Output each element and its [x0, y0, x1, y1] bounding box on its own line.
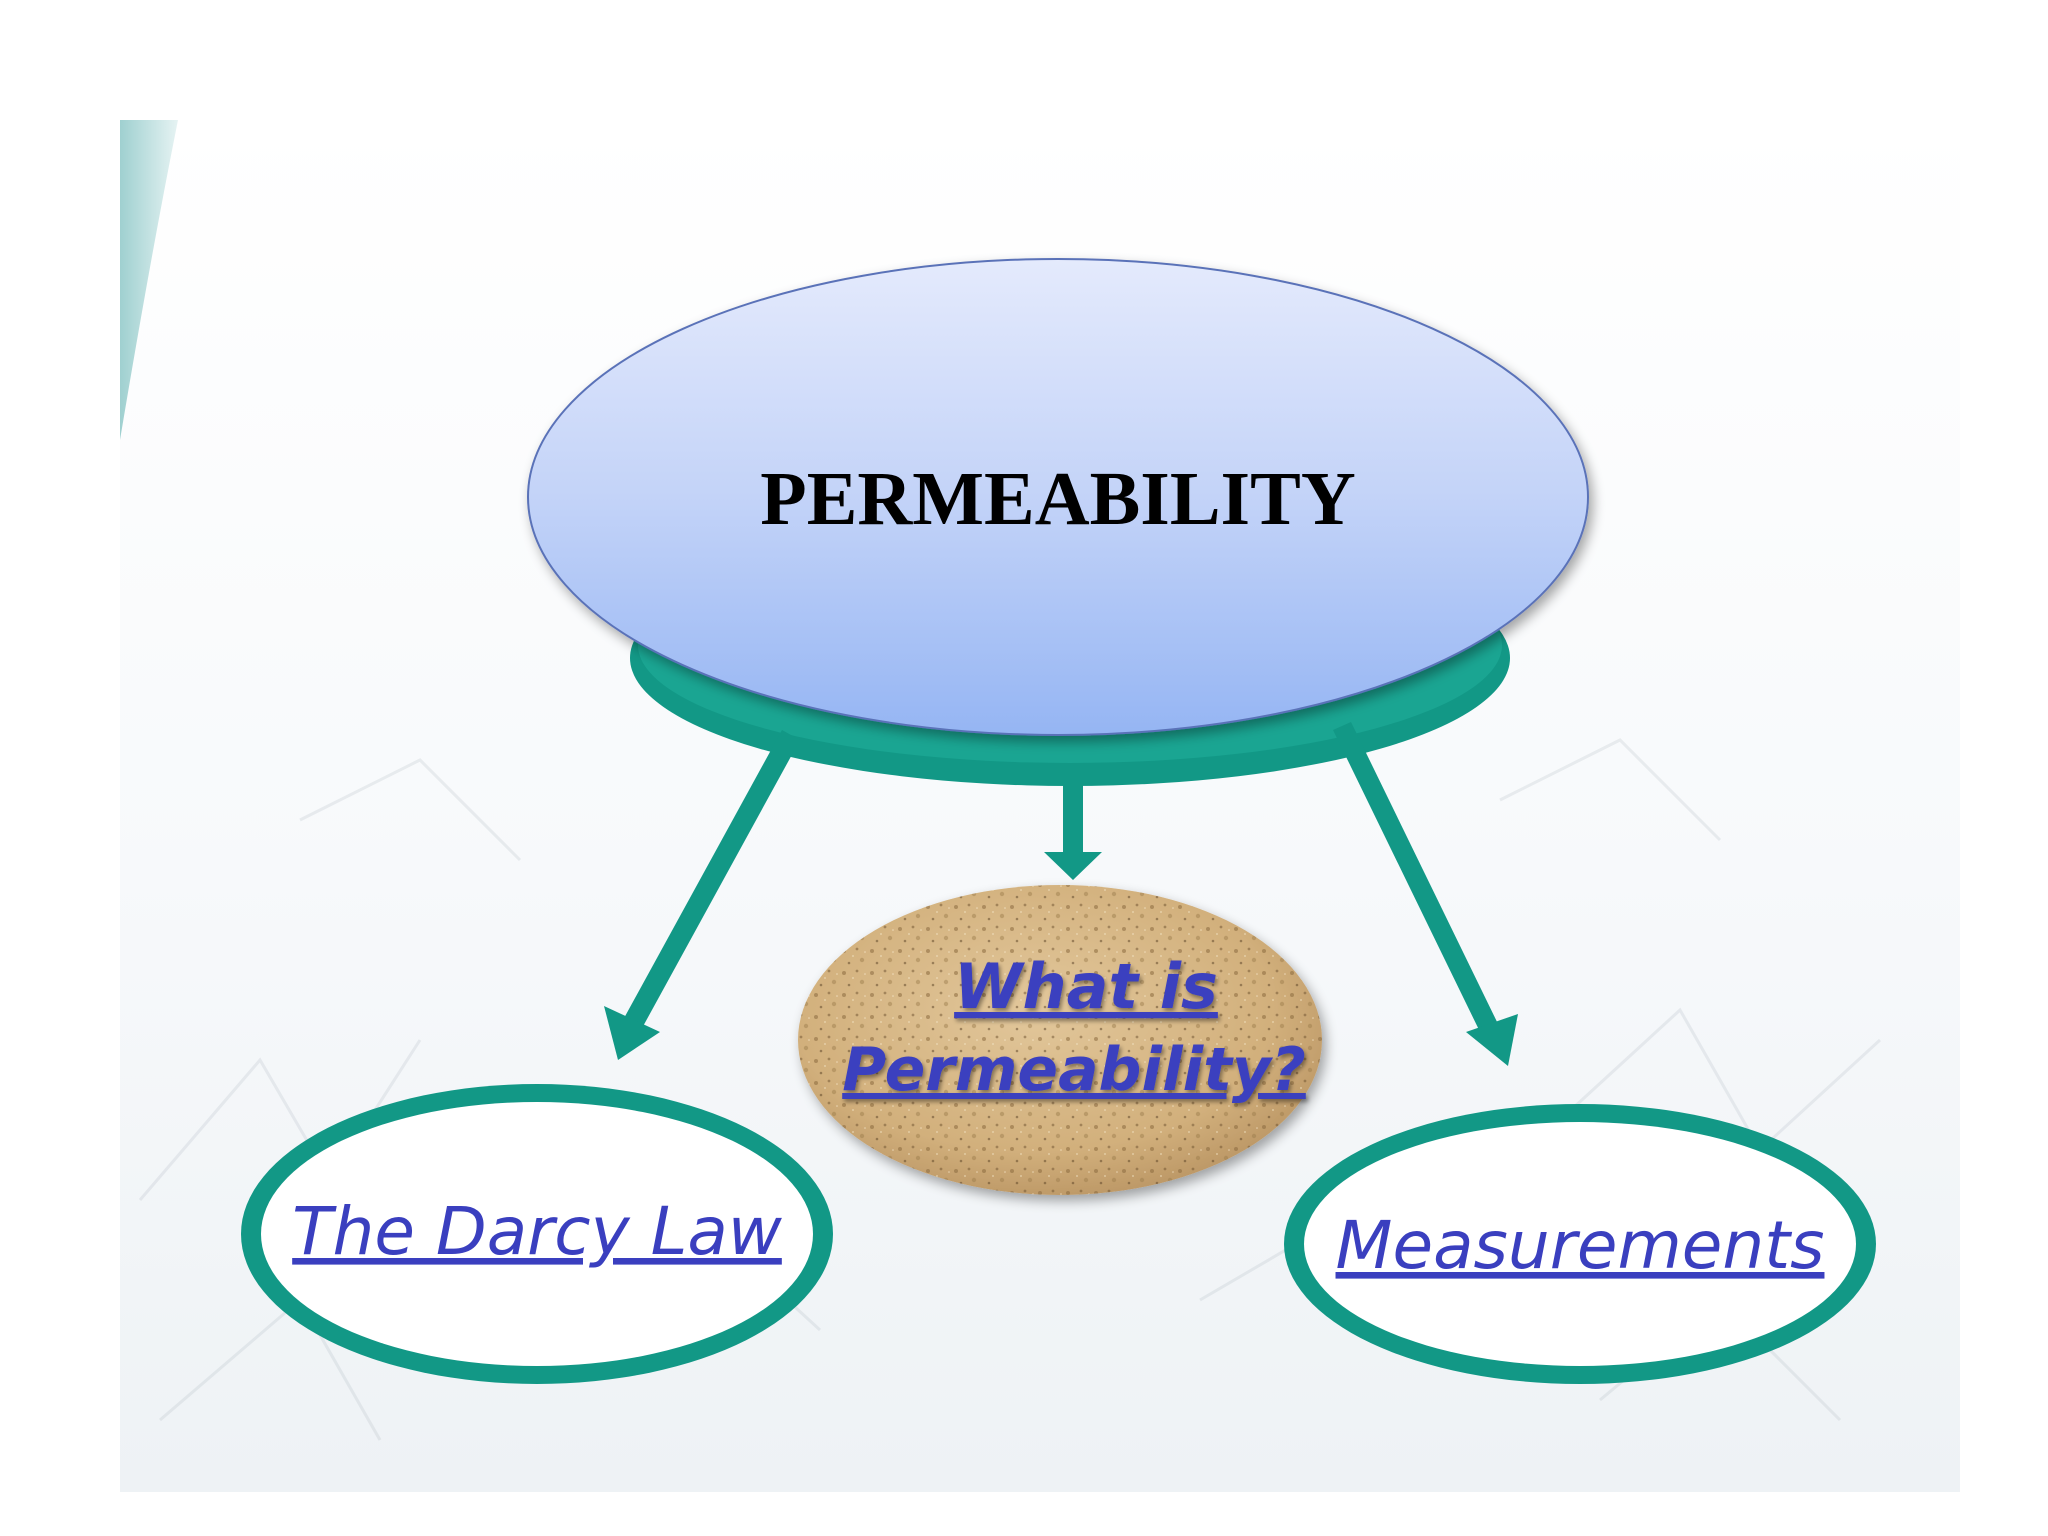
what-is-line-2[interactable]: Permeability?: [842, 1035, 1306, 1105]
what-is-node[interactable]: [798, 885, 1322, 1195]
darcy-node[interactable]: The Darcy Law: [241, 1084, 833, 1384]
arrow-to-darcy: [604, 730, 800, 1060]
what-is-link[interactable]: What is Permeability?: [842, 950, 1306, 1105]
left-decorative-strip: [120, 120, 178, 440]
darcy-oval-inner: [261, 1102, 813, 1366]
sand-disk-speckle: [798, 885, 1322, 1195]
measurements-label[interactable]: Measurements: [1336, 1207, 1825, 1284]
darcy-label[interactable]: The Darcy Law: [292, 1193, 783, 1270]
arrow-to-what-is: [1044, 770, 1102, 880]
arrow-to-measurements: [1333, 722, 1518, 1066]
connector-arrows: [604, 722, 1518, 1066]
center-oval: [527, 258, 1589, 736]
what-is-line-1[interactable]: What is: [954, 950, 1218, 1023]
measurements-oval-inner: [1304, 1122, 1856, 1366]
center-node: [527, 258, 1589, 736]
center-title: PERMEABILITY: [760, 457, 1355, 541]
measurements-node[interactable]: Measurements: [1284, 1104, 1876, 1384]
